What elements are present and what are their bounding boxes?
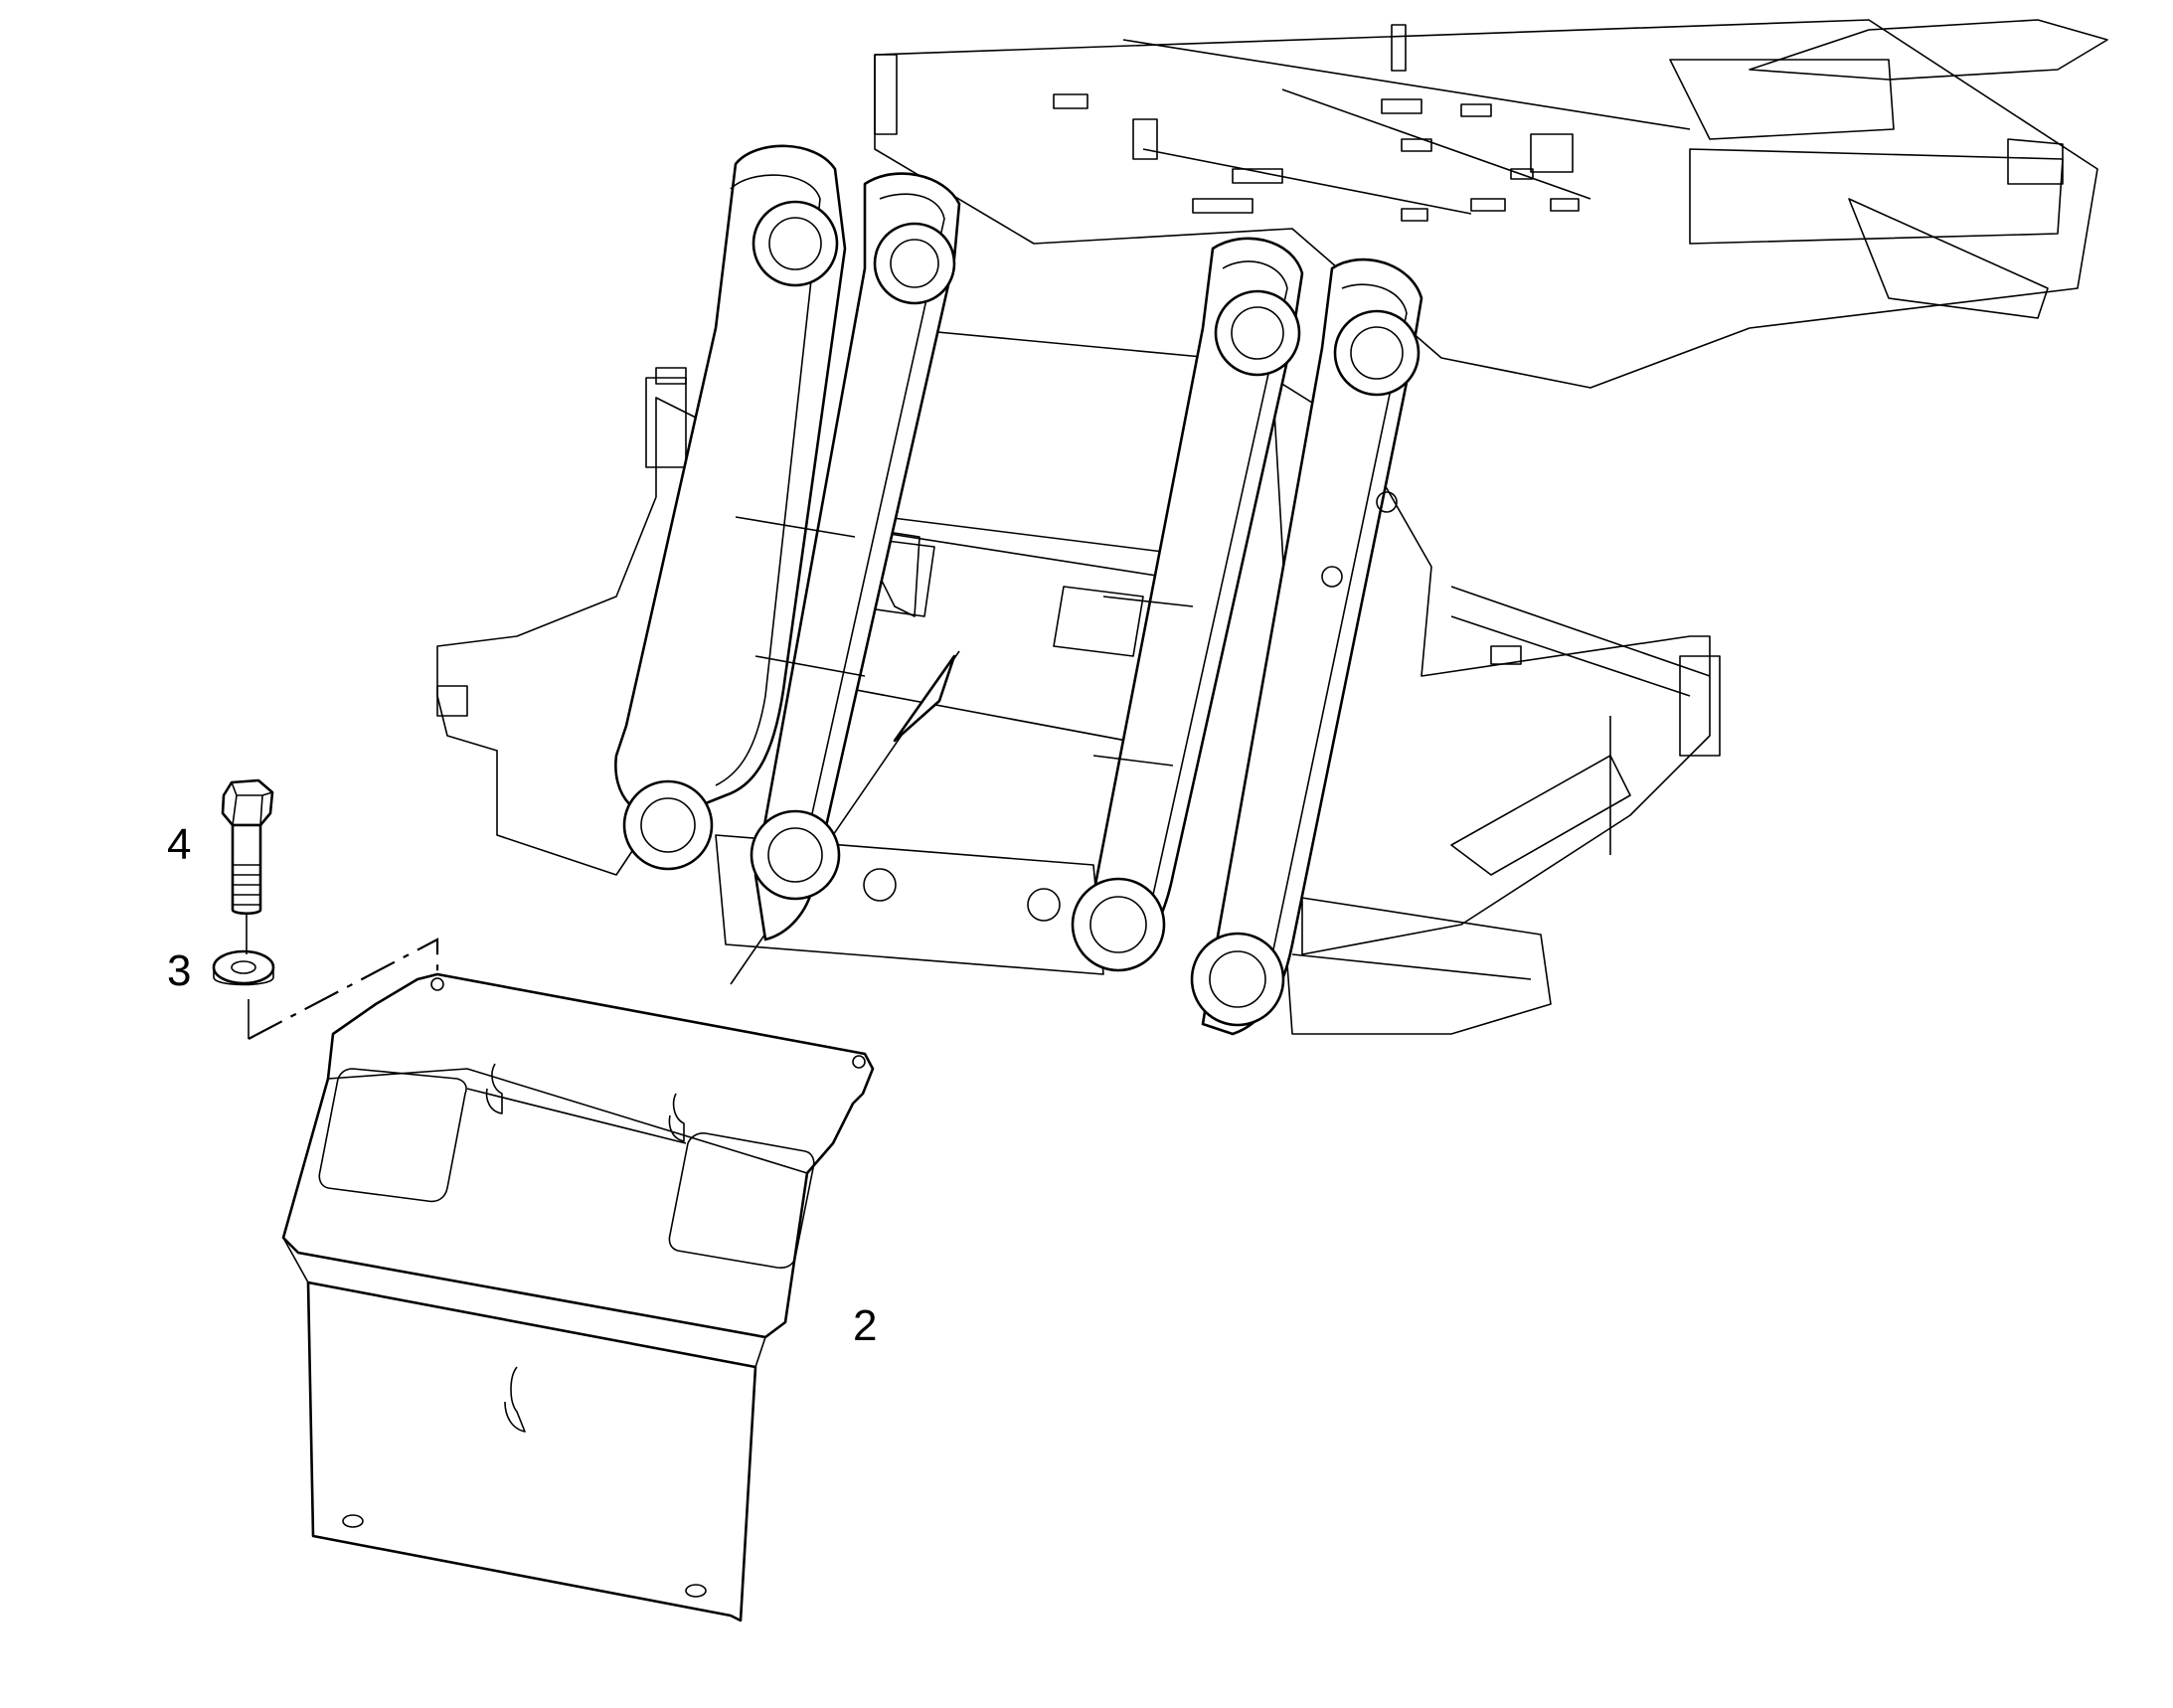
guard-plate-lower — [306, 1281, 757, 1623]
loader-frame-assembly — [436, 19, 2108, 1036]
guard-cutout-left — [318, 1068, 467, 1203]
hook-right — [668, 1093, 685, 1142]
rear-crossbeam — [1689, 148, 2064, 245]
guard-cutout-right — [668, 1132, 815, 1269]
hook-left — [485, 1063, 503, 1114]
assembly-center-line — [248, 938, 439, 1040]
rear-chassis-plate — [874, 19, 2098, 389]
bolt-shank — [231, 823, 262, 916]
lower-crossmember — [715, 834, 1104, 975]
callout-4: 4 — [167, 820, 192, 869]
hook-center — [504, 1366, 526, 1433]
upper-cross-plate — [884, 327, 1214, 558]
right-frame-wing — [1271, 377, 1711, 955]
callout-3: 3 — [167, 946, 192, 995]
boom-arm-right-outer — [1201, 257, 1423, 1036]
callout-2: 2 — [853, 1301, 878, 1350]
guard-plate-part-2 — [281, 972, 875, 1623]
washer-part-3 — [212, 949, 275, 986]
boom-arm-left-outer — [614, 144, 847, 819]
guard-plate-upper — [281, 972, 875, 1339]
bolt-head — [221, 778, 274, 827]
bolt-part-4 — [221, 778, 274, 954]
